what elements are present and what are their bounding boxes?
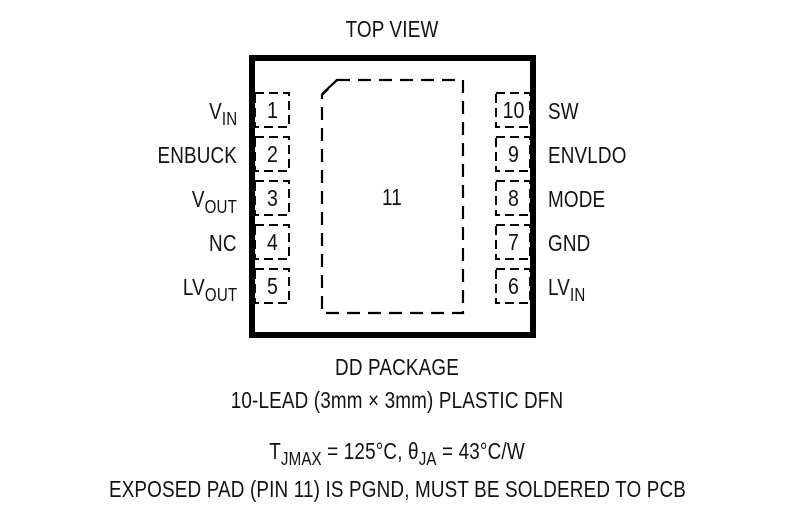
exposed-pad-number: 11 bbox=[382, 184, 402, 210]
pin-label-lvout: LVOUT bbox=[182, 274, 237, 305]
pin-label-mode: MODE bbox=[548, 186, 606, 212]
pin-label-vin: VIN bbox=[208, 98, 237, 129]
thermal-specs: TJMAX = 125°C, θJA = 43°C/W bbox=[269, 438, 525, 469]
pin-number-10: 10 bbox=[502, 97, 525, 123]
pin-number-3: 3 bbox=[267, 185, 278, 211]
exposed-pad-note: EXPOSED PAD (PIN 11) IS PGND, MUST BE SO… bbox=[108, 476, 687, 502]
pin-label-sw: SW bbox=[548, 98, 579, 124]
pin-number-9: 9 bbox=[508, 141, 519, 167]
left-pin-pads bbox=[254, 92, 290, 304]
pin-number-6: 6 bbox=[508, 273, 519, 299]
pin-label-lvin: LVIN bbox=[548, 274, 586, 305]
pin-number-5: 5 bbox=[267, 273, 278, 299]
pin-number-7: 7 bbox=[508, 229, 519, 255]
pin-label-vout: VOUT bbox=[191, 186, 237, 217]
pin-number-8: 8 bbox=[508, 185, 519, 211]
package-name: DD PACKAGE bbox=[335, 354, 459, 380]
pin-number-1: 1 bbox=[267, 97, 278, 123]
package-body bbox=[249, 55, 536, 338]
view-title: TOP VIEW bbox=[345, 16, 439, 42]
right-pin-pads bbox=[495, 92, 531, 304]
package-description: 10-LEAD (3mm × 3mm) PLASTIC DFN bbox=[230, 387, 564, 413]
pin-label-nc: NC bbox=[209, 230, 237, 256]
pin-label-gnd: GND bbox=[548, 230, 591, 256]
pin-number-2: 2 bbox=[267, 141, 278, 167]
pin-label-envldo: ENVLDO bbox=[548, 142, 627, 168]
pin-number-4: 4 bbox=[267, 229, 278, 255]
pin-label-enbuck: ENBUCK bbox=[157, 142, 237, 168]
